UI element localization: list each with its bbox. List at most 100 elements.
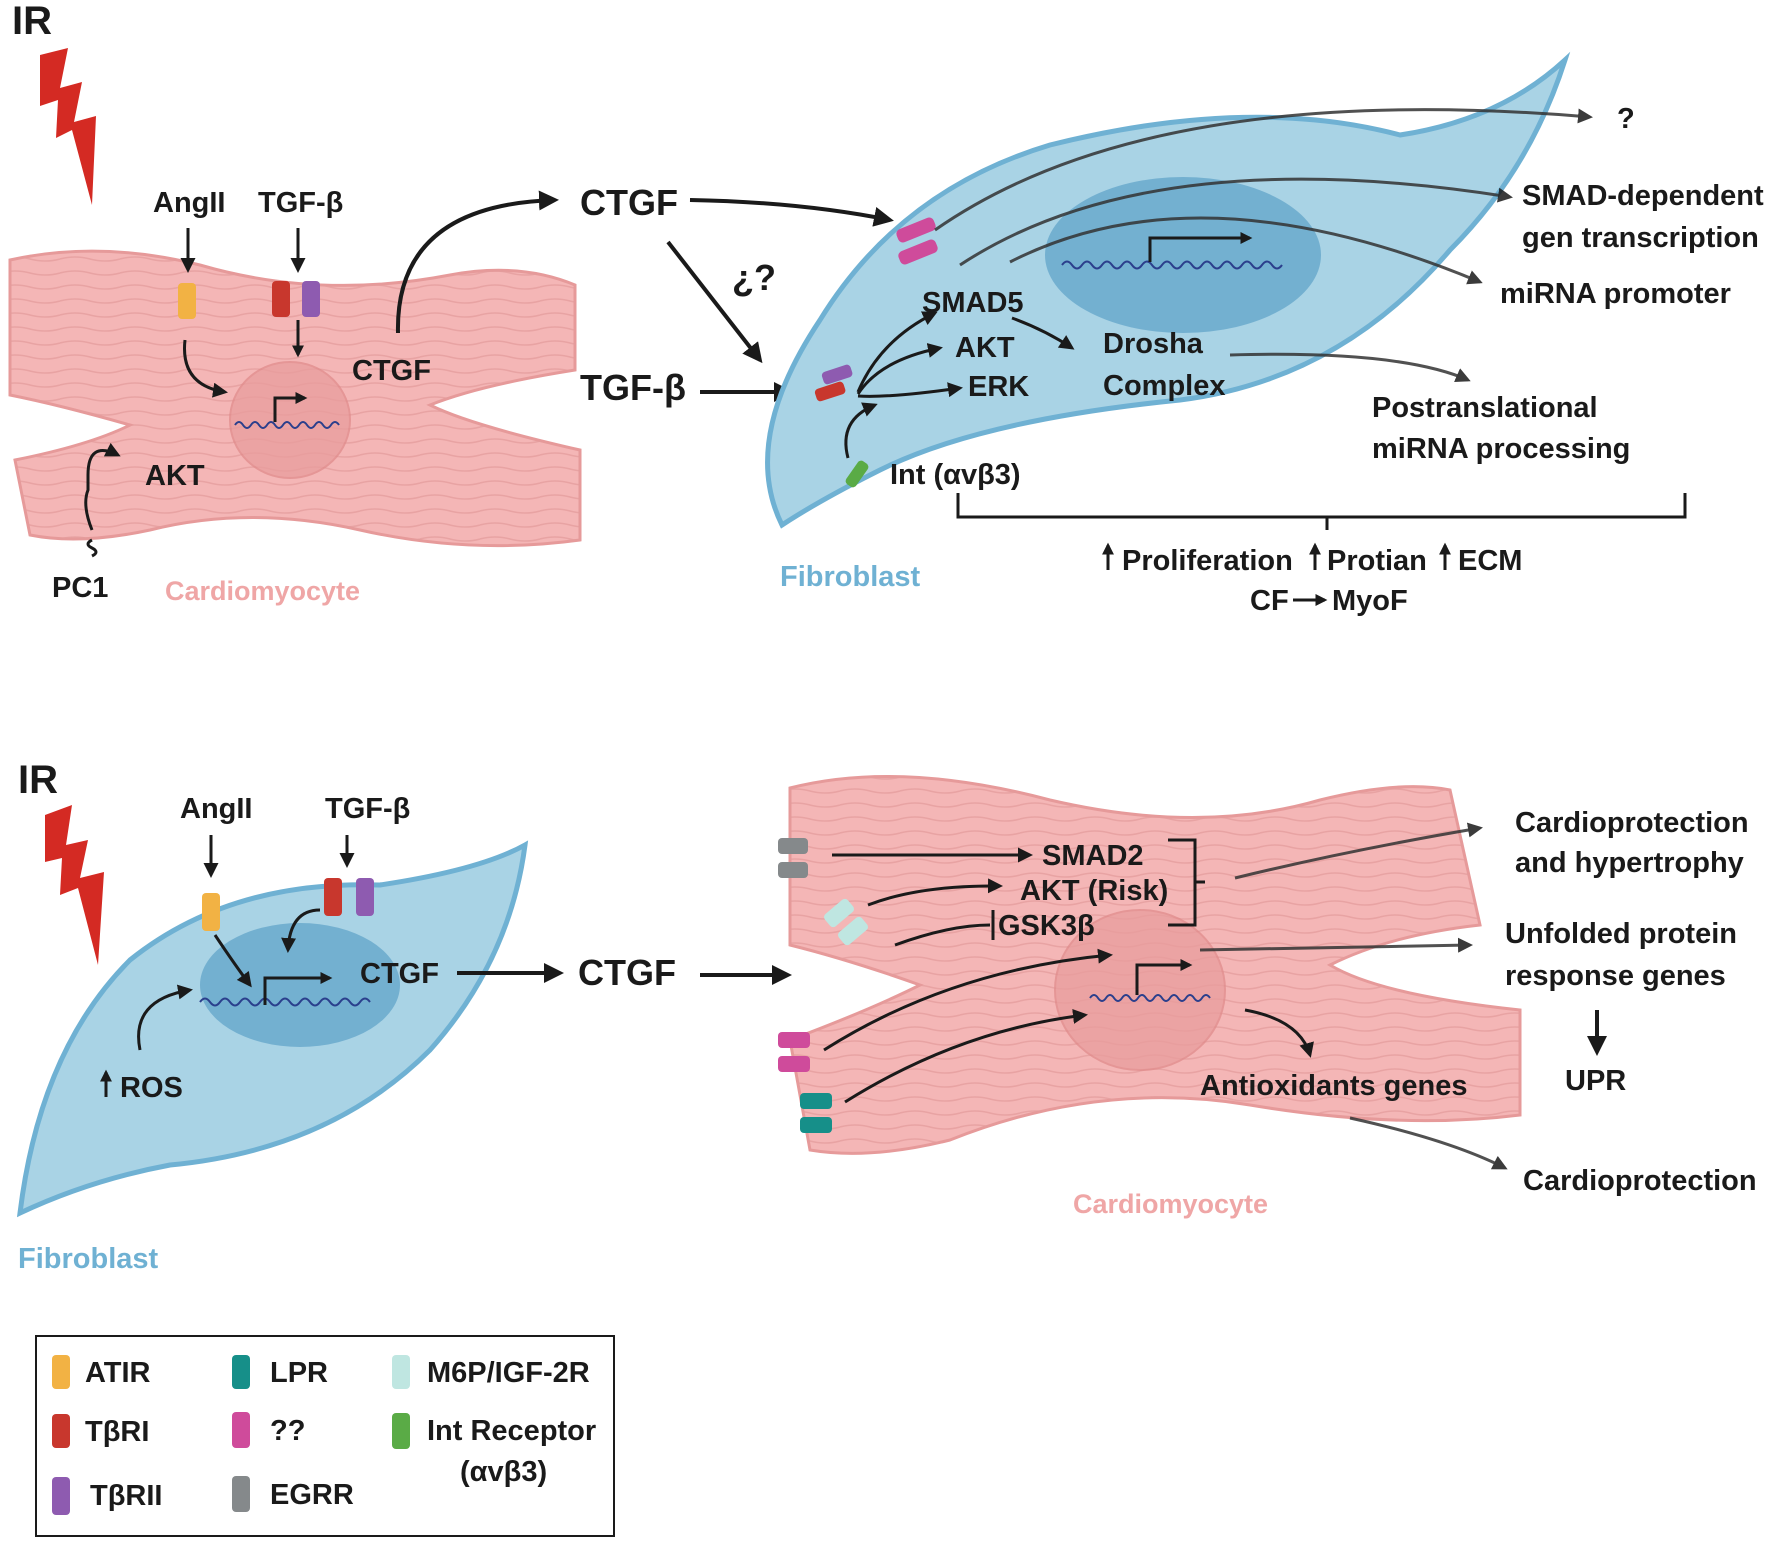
legend-lpr-label: LPR xyxy=(270,1357,328,1389)
tbrii-receptor xyxy=(356,878,374,916)
pc1-squiggle xyxy=(86,538,98,558)
legend-box xyxy=(35,1335,615,1537)
angii-label-bottom: AngII xyxy=(180,793,253,825)
ecm-label: ECM xyxy=(1458,545,1522,577)
postranslational-label-1: Postranslational xyxy=(1372,392,1598,424)
cardioprotection-label-1: Cardioprotection xyxy=(1515,807,1749,839)
legend-egrr-swatch xyxy=(232,1476,250,1512)
cardiomyocyte-cell-top xyxy=(8,249,582,548)
atir-inner-arrow-bottom xyxy=(213,934,252,988)
tgfb-big-label: TGF-β xyxy=(580,367,686,408)
smad5-label: SMAD5 xyxy=(922,287,1024,319)
legend-m6p-swatch xyxy=(392,1355,410,1389)
atir-receptor xyxy=(178,283,196,319)
ctgf-to-fibroblast-arrow xyxy=(689,198,894,227)
erk-label: ERK xyxy=(968,371,1029,403)
tgfb-inner-arrow-bottom xyxy=(281,908,321,953)
ctgf-question-arrow xyxy=(666,240,763,364)
to-akt-arrow xyxy=(856,343,943,395)
ctgf-cell-label: CTGF xyxy=(352,355,431,387)
ctgf-big-label: CTGF xyxy=(580,182,678,223)
legend-lpr-swatch xyxy=(232,1355,250,1389)
legend-unknown-label: ?? xyxy=(270,1415,305,1447)
smad-dependent-label-2: gen transcription xyxy=(1522,222,1759,254)
ros-label: ROS xyxy=(120,1072,183,1104)
to-antioxidants-arrow xyxy=(1244,1008,1314,1058)
fibroblast-nucleus xyxy=(200,923,400,1047)
dna-icon xyxy=(199,997,371,1007)
int-signal-arrow xyxy=(844,402,878,459)
to-cardioprotection-hypertrophy-arrow xyxy=(1234,822,1483,880)
dna-icon xyxy=(1061,260,1283,270)
bottom-panel: IR AngII TGF-β ROS CTGF Fibroblast CTGF xyxy=(16,758,1757,1275)
int-receptor xyxy=(845,460,869,488)
egrr-receptor xyxy=(778,838,808,854)
fibroblast-cell-top xyxy=(765,51,1571,529)
outcome-bracket xyxy=(956,493,1687,519)
top-panel: IR AngII TGF-β CTGF AKT PC1 Cardiomyocyt… xyxy=(8,0,1764,617)
ir-label: IR xyxy=(12,0,52,43)
question-spanish-label: ¿? xyxy=(732,257,776,298)
akt-left-label: AKT xyxy=(145,460,205,492)
to-cardioprotection-arrow xyxy=(1349,1116,1508,1170)
akt-risk-label: AKT (Risk) xyxy=(1020,875,1168,907)
to-erk-arrow xyxy=(857,382,963,398)
m6p-receptor xyxy=(838,916,868,946)
legend-tbri-swatch xyxy=(52,1414,70,1448)
to-question-arrow xyxy=(934,108,1593,232)
fibroblast-label-bottom: Fibroblast xyxy=(18,1243,159,1275)
pc1-label: PC1 xyxy=(52,572,108,604)
protian-label: Protian xyxy=(1327,545,1427,577)
legend-tbrii-label: TβRII xyxy=(90,1480,162,1512)
myof-label: MyoF xyxy=(1332,585,1408,617)
to-smad-dependent-arrow xyxy=(959,177,1513,267)
m6p-receptor xyxy=(824,898,854,928)
cardiomyocyte-cell-bottom xyxy=(788,774,1522,1155)
cardiomyocyte-label-bottom: Cardiomyocyte xyxy=(1073,1189,1268,1219)
tgfb-label-bottom: TGF-β xyxy=(325,793,410,825)
to-unfolded-protein-arrow xyxy=(1199,937,1473,953)
antioxidants-label: Antioxidants genes xyxy=(1200,1070,1468,1102)
drosha-label-2: Complex xyxy=(1103,370,1225,402)
legend-int-label-2: (αvβ3) xyxy=(460,1456,547,1488)
lpr-receptor xyxy=(800,1093,832,1109)
dna-icon xyxy=(234,421,340,429)
drosha-label-1: Drosha xyxy=(1103,328,1204,360)
ros-arrow xyxy=(137,984,193,1051)
ir-label-bottom: IR xyxy=(18,758,58,802)
angii-label: AngII xyxy=(153,187,226,219)
atir-receptor xyxy=(202,893,220,931)
legend-tbrii-swatch xyxy=(52,1477,70,1515)
unknown-receptor xyxy=(778,1032,810,1048)
unknown-to-nucleus-arrow xyxy=(823,948,1113,1052)
cf-label: CF xyxy=(1250,585,1289,617)
proliferation-label: Proliferation xyxy=(1122,545,1293,577)
transcription-arrow xyxy=(263,972,333,1005)
cardiomyocyte-nucleus xyxy=(229,361,351,479)
to-postranslational-arrow xyxy=(1229,352,1471,383)
gsk3b-label: GSK3β xyxy=(998,910,1095,942)
smad5-to-drosha-arrow xyxy=(1011,316,1075,350)
unfolded-protein-label-2: response genes xyxy=(1505,960,1726,992)
smad2-label: SMAD2 xyxy=(1042,840,1144,872)
transcription-arrow xyxy=(1148,232,1253,262)
lightning-icon xyxy=(40,48,96,205)
legend: ATIR TβRI TβRII LPR ?? EGRR M6P/IGF-2R I… xyxy=(35,1335,615,1537)
cardioprotection-label: Cardioprotection xyxy=(1523,1165,1757,1197)
cardiomyocyte-label-top: Cardiomyocyte xyxy=(165,576,360,606)
tgfb-label: TGF-β xyxy=(258,187,343,219)
dna-icon xyxy=(1089,994,1211,1002)
unknown-receptor xyxy=(896,217,936,243)
smad-dependent-label-1: SMAD-dependent xyxy=(1522,180,1764,212)
m6p-to-akt-arrow xyxy=(867,878,1003,907)
unknown-receptor xyxy=(778,1056,810,1072)
transcription-arrow xyxy=(1135,959,1193,995)
tbrii-receptor xyxy=(821,364,853,385)
legend-tbri-label: TβRI xyxy=(85,1416,149,1448)
legend-unknown-swatch xyxy=(232,1412,250,1448)
to-smad5-arrow xyxy=(856,311,938,393)
tbri-receptor xyxy=(272,281,290,317)
akt-label: AKT xyxy=(955,332,1015,364)
fibroblast-cell-bottom xyxy=(16,840,529,1218)
